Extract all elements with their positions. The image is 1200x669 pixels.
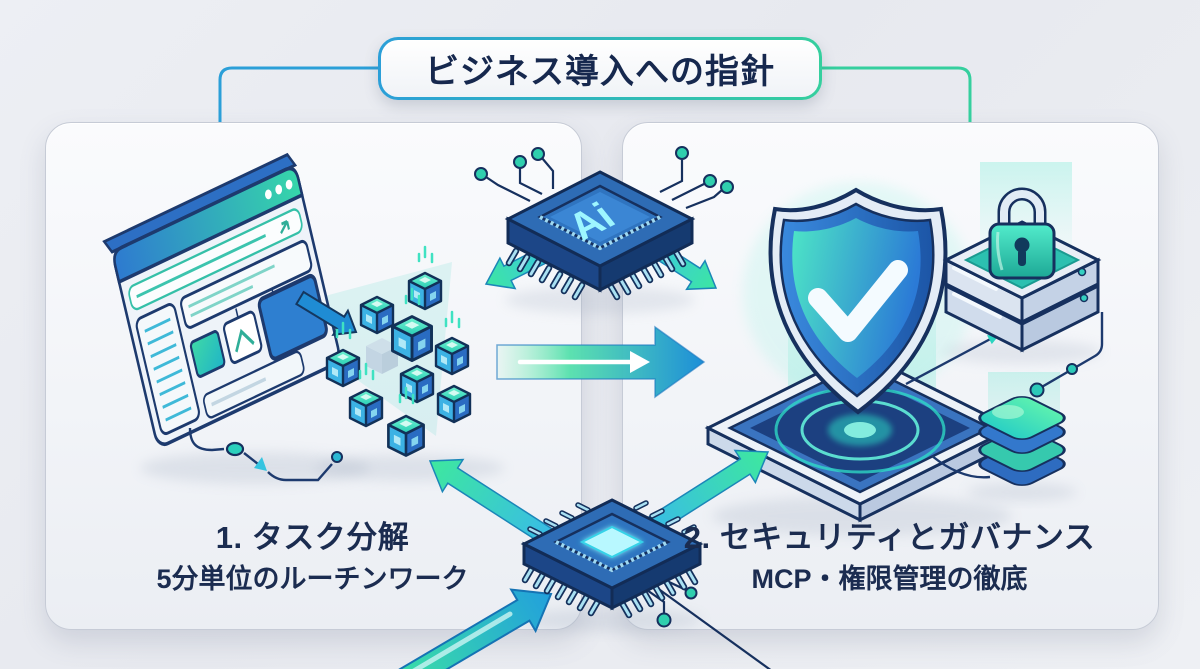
title-banner: ビジネス導入への指針 [378, 37, 822, 100]
right-heading: 2. セキュリティとガバナンス [683, 520, 1096, 555]
caption-security-governance: 2. セキュリティとガバナンス MCP・権限管理の徹底 [622, 519, 1157, 597]
page-title: ビジネス導入への指針 [381, 40, 819, 97]
left-heading: 1. タスク分解 [215, 520, 410, 555]
title-connector-left [218, 66, 390, 122]
left-subheading: 5分単位のルーチンワーク [156, 564, 469, 594]
caption-task-decomposition: 1. タスク分解 5分単位のルーチンワーク [45, 519, 580, 597]
title-connector-right [810, 66, 972, 122]
right-subheading: MCP・権限管理の徹底 [751, 564, 1028, 594]
